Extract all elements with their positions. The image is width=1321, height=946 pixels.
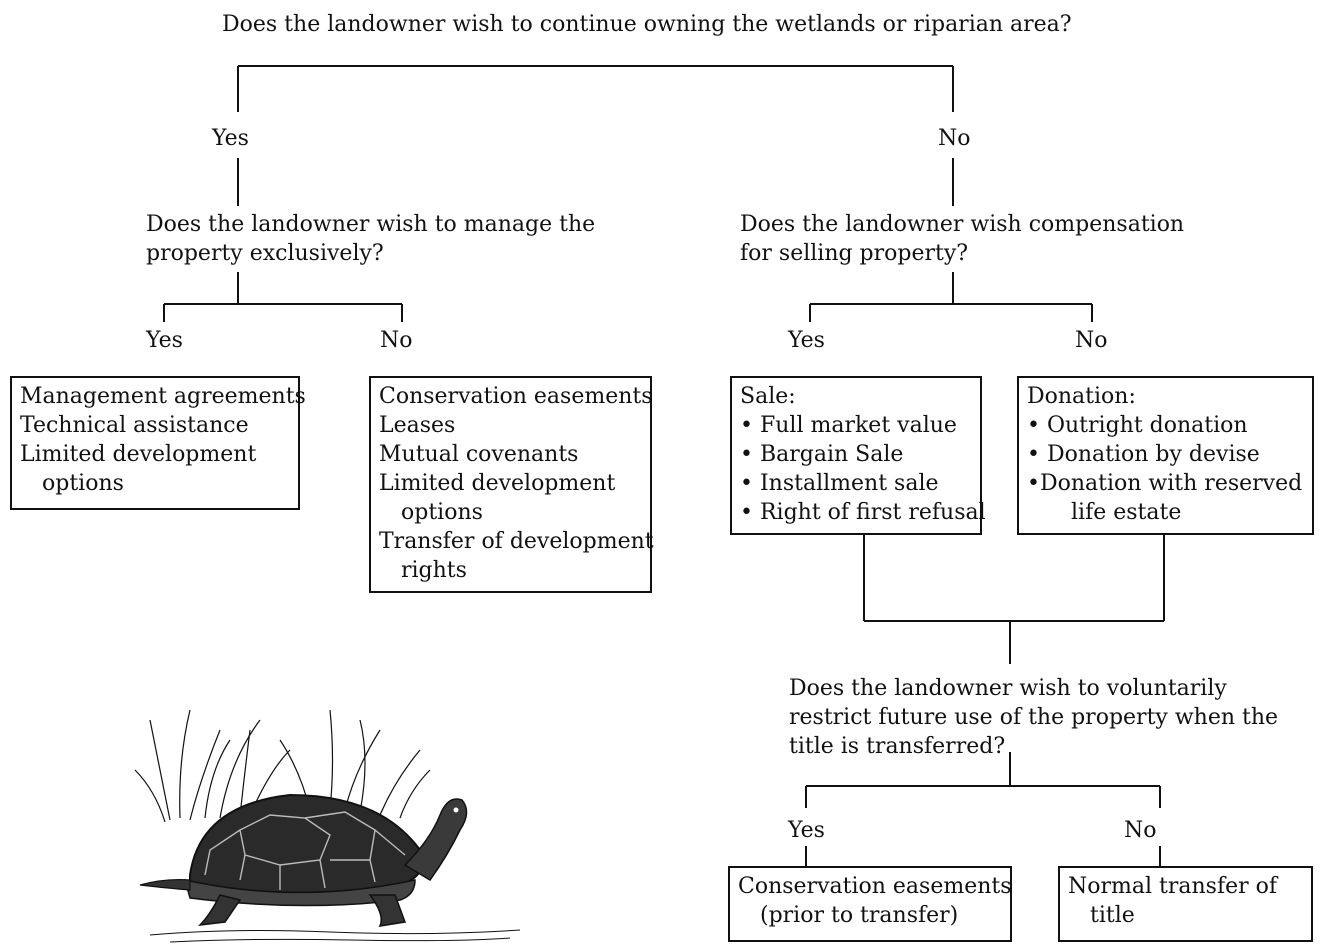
donation-item: life estate: [1071, 500, 1182, 525]
option-line: Management agreements: [20, 384, 306, 409]
option-line: options: [42, 471, 124, 496]
donation-item: • Outright donation: [1027, 413, 1248, 438]
result-line: title: [1090, 903, 1135, 928]
option-line: Transfer of development: [379, 529, 654, 554]
normal-transfer-result-box: Normal transfer of title: [1058, 866, 1313, 942]
donation-item: • Donation by devise: [1027, 442, 1260, 467]
followup-no-label: No: [1124, 818, 1157, 843]
option-line: rights: [401, 558, 467, 583]
option-line: options: [401, 500, 483, 525]
option-line: Mutual covenants: [379, 442, 579, 467]
left-yes-label: Yes: [146, 328, 183, 353]
option-line: Leases: [379, 413, 456, 438]
sale-item: • Bargain Sale: [740, 442, 904, 467]
result-line: Normal transfer of: [1068, 874, 1278, 899]
sale-item: • Full market value: [740, 413, 957, 438]
root-question: Does the landowner wish to continue owni…: [222, 12, 1072, 37]
donation-box: Donation: • Outright donation • Donation…: [1017, 376, 1314, 535]
left-no-label: No: [380, 328, 413, 353]
result-line: Conservation easements: [738, 874, 1012, 899]
sale-box: Sale: • Full market value • Bargain Sale…: [730, 376, 986, 535]
left-question-line-2: property exclusively?: [146, 241, 384, 266]
right-question-line-1: Does the landowner wish compensation: [740, 212, 1185, 237]
option-line: Technical assistance: [20, 413, 249, 438]
root-yes-label: Yes: [212, 126, 249, 151]
turtle-illustration: [134, 709, 521, 943]
sale-item: • Installment sale: [740, 471, 939, 496]
conservation-result-box: Conservation easements (prior to transfe…: [728, 866, 1012, 942]
option-line: Limited development: [379, 471, 616, 496]
sale-item: • Right of first refusal: [740, 500, 986, 525]
result-line: (prior to transfer): [760, 903, 959, 928]
right-question-line-2: for selling property?: [740, 241, 969, 266]
option-line: Conservation easements: [379, 384, 653, 409]
root-no-label: No: [938, 126, 971, 151]
easement-options-box: Conservation easements Leases Mutual cov…: [369, 376, 654, 593]
option-line: Limited development: [20, 442, 257, 467]
followup-question-line-1: Does the landowner wish to voluntarily: [789, 676, 1227, 701]
donation-heading: Donation:: [1027, 384, 1136, 409]
donation-item: •Donation with reserved: [1027, 471, 1303, 496]
management-options-box: Management agreements Technical assistan…: [10, 376, 306, 510]
right-no-label: No: [1075, 328, 1108, 353]
left-question-line-1: Does the landowner wish to manage the: [146, 212, 596, 237]
right-yes-label: Yes: [788, 328, 825, 353]
sale-heading: Sale:: [740, 384, 796, 409]
followup-question-line-2: restrict future use of the property when…: [789, 705, 1279, 730]
followup-yes-label: Yes: [788, 818, 825, 843]
followup-question-line-3: title is transferred?: [789, 734, 1006, 759]
